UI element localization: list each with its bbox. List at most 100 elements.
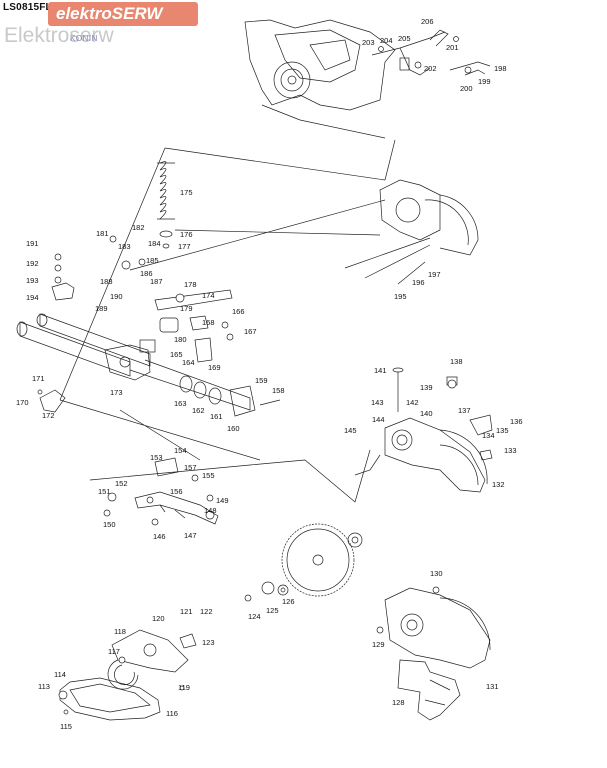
part-label-120: 120 xyxy=(152,614,165,623)
motor-handle-outline xyxy=(244,19,396,111)
part-label-130: 130 xyxy=(430,569,443,578)
part-label-163: 163 xyxy=(174,399,187,408)
part-label-116: 116 xyxy=(166,709,178,718)
part-label-206: 206 xyxy=(421,17,434,26)
saw-blade xyxy=(281,523,355,597)
part-label-198: 198 xyxy=(494,64,507,73)
outline-drawing xyxy=(16,19,493,721)
part-label-190: 190 xyxy=(110,292,123,301)
part-label-197: 197 xyxy=(428,270,441,279)
part-label-161: 161 xyxy=(210,412,223,421)
part-label-173: 173 xyxy=(110,388,123,397)
part-label-135: 135 xyxy=(496,426,509,435)
part-label-201: 201 xyxy=(446,43,459,52)
part-label-187: 187 xyxy=(150,277,163,286)
part-label-188: 188 xyxy=(100,277,113,286)
part-label-170: 170 xyxy=(16,398,29,407)
part-label-132: 132 xyxy=(492,480,505,489)
stopper-bracket xyxy=(39,389,66,413)
part-label-184: 184 xyxy=(148,239,161,248)
part-label-144: 144 xyxy=(372,415,385,424)
part-label-147: 147 xyxy=(184,531,197,540)
part-labels: 113 114 115 116 117 118 119 120 121 122 … xyxy=(16,17,523,731)
part-label-176: 176 xyxy=(180,230,193,239)
watermark-logo: elektroSERW xyxy=(48,2,198,26)
part-label-119: 119 xyxy=(178,683,190,692)
part-label-154: 154 xyxy=(174,446,187,455)
part-label-117: 117 xyxy=(108,647,120,656)
part-label-193: 193 xyxy=(26,276,39,285)
part-label-152: 152 xyxy=(115,479,128,488)
part-label-199: 199 xyxy=(478,77,491,86)
part-label-146: 146 xyxy=(153,532,166,541)
part-label-164: 164 xyxy=(182,358,195,367)
part-label-191: 191 xyxy=(26,239,39,248)
part-label-125: 125 xyxy=(266,606,279,615)
part-label-165: 165 xyxy=(170,350,183,359)
arm-bracket xyxy=(104,344,151,381)
model-code: LS0815FL xyxy=(3,2,52,13)
watermark-ghost-text: Elektroserw xyxy=(4,24,114,47)
part-label-192: 192 xyxy=(26,259,39,268)
switch-lever xyxy=(371,31,446,56)
watermark-brand-text: elektroSERW xyxy=(56,4,163,23)
part-label-137: 137 xyxy=(458,406,471,415)
part-label-205: 205 xyxy=(398,34,411,43)
small-parts xyxy=(37,36,472,715)
part-label-136: 136 xyxy=(510,417,523,426)
part-label-118: 118 xyxy=(114,627,126,636)
dust-nozzle xyxy=(397,659,461,721)
part-label-179: 179 xyxy=(180,304,193,313)
part-label-140: 140 xyxy=(420,409,433,418)
link-plate xyxy=(134,491,219,525)
part-label-151: 151 xyxy=(98,487,111,496)
part-label-160: 160 xyxy=(227,424,240,433)
part-label-203: 203 xyxy=(362,38,375,47)
watermark-city-text: KONIN xyxy=(70,34,98,43)
safety-guard xyxy=(59,629,197,721)
part-label-172: 172 xyxy=(42,411,55,420)
part-label-150: 150 xyxy=(103,520,116,529)
part-label-157: 157 xyxy=(184,463,197,472)
part-label-131: 131 xyxy=(486,682,499,691)
part-label-200: 200 xyxy=(460,84,473,93)
leader-lines xyxy=(59,139,396,503)
part-label-178: 178 xyxy=(184,280,197,289)
part-label-156: 156 xyxy=(170,487,183,496)
part-label-141: 141 xyxy=(374,366,387,375)
part-label-168: 168 xyxy=(202,318,215,327)
part-label-138: 138 xyxy=(450,357,463,366)
part-label-158: 158 xyxy=(272,386,285,395)
part-label-139: 139 xyxy=(420,383,433,392)
part-label-124: 124 xyxy=(248,612,261,621)
saw-head-upper xyxy=(379,179,479,256)
part-label-123: 123 xyxy=(202,638,215,647)
part-label-129: 129 xyxy=(372,640,385,649)
part-label-166: 166 xyxy=(232,307,245,316)
part-label-114: 114 xyxy=(54,670,66,679)
part-label-196: 196 xyxy=(412,278,425,287)
part-label-149: 149 xyxy=(216,496,229,505)
motor-gear xyxy=(273,61,311,99)
part-label-162: 162 xyxy=(192,406,205,415)
blade-guard-assembly xyxy=(354,417,488,493)
part-label-113: 113 xyxy=(38,682,50,691)
part-label-169: 169 xyxy=(208,363,221,372)
part-label-182: 182 xyxy=(132,223,145,232)
rail-end-holder xyxy=(229,385,256,417)
saw-head-lower xyxy=(384,587,491,669)
part-label-185: 185 xyxy=(146,256,159,265)
part-label-155: 155 xyxy=(202,471,215,480)
part-label-175: 175 xyxy=(180,188,193,197)
part-label-122: 122 xyxy=(200,607,213,616)
part-label-133: 133 xyxy=(504,446,517,455)
part-label-148: 148 xyxy=(204,506,217,515)
spring xyxy=(157,161,175,220)
part-label-128: 128 xyxy=(392,698,405,707)
part-label-167: 167 xyxy=(244,327,257,336)
part-label-159: 159 xyxy=(255,376,268,385)
part-label-174: 174 xyxy=(202,291,215,300)
part-label-121: 121 xyxy=(180,607,193,616)
